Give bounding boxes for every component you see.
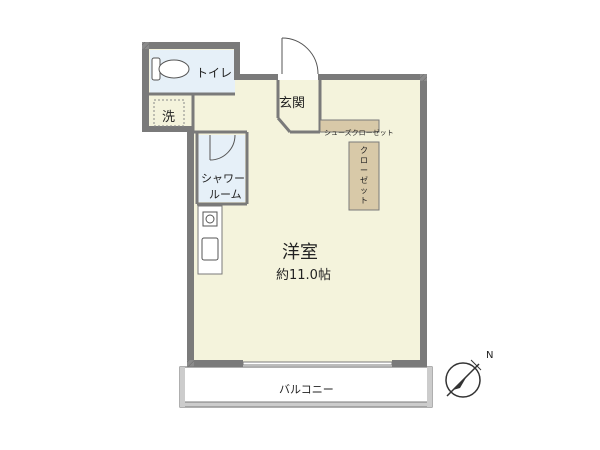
shower-room-label-line1: シャワー [201,172,245,185]
partitions [149,80,322,206]
entrance-label: 玄関 [279,96,306,111]
compass-icon [445,359,482,398]
shower-room-label-line2: ルーム [209,188,242,201]
closet-label: クローゼット [360,146,368,205]
shower-room [198,135,245,202]
main-room-area: 約11.0帖 [276,268,331,283]
wall-hatch [420,74,427,81]
walls [142,42,427,367]
closet [348,141,380,211]
main-room-label: 洋室 [282,242,318,263]
balcony [179,366,433,408]
shower-door [209,134,236,161]
compass-north-label: N [486,350,494,361]
wall-hatch [187,360,194,367]
kitchen [197,205,223,275]
shoe-closet-label: シューズクローゼット [324,129,394,137]
wall-hatch [142,42,149,49]
wash-label: 洗 [162,110,176,125]
balcony-label: バルコニー [279,383,334,396]
entrance-door [281,37,319,75]
toilet-fixture [151,57,190,81]
toilet-label: トイレ [196,66,233,80]
shoe-closet [319,119,380,133]
floor-fill [147,48,420,365]
